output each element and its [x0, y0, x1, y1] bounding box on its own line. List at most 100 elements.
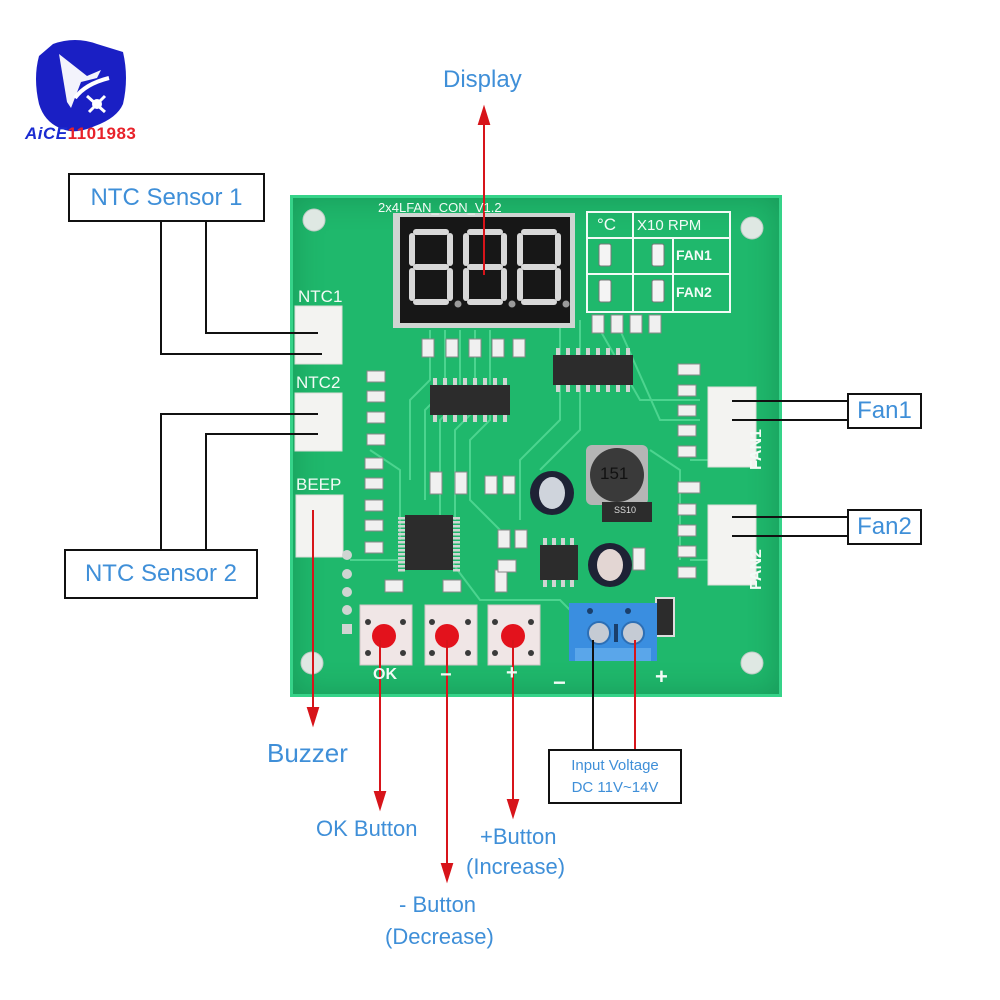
ic-pin: [453, 525, 460, 528]
ic-pin: [596, 385, 600, 392]
diode-marking: SS10: [614, 505, 637, 515]
ic-pin: [463, 378, 467, 385]
ic-pin: [576, 348, 580, 355]
ic-pin: [453, 537, 460, 540]
fan1-text: Fan1: [857, 397, 912, 424]
ic-pin: [473, 415, 477, 422]
plus-button-increase-label: (Increase): [466, 854, 566, 879]
solder-pads: [342, 550, 352, 634]
ic-pin: [503, 415, 507, 422]
board-model-label: 2x4LFAN_CON_V1.2: [378, 200, 502, 215]
ic-pin: [561, 580, 565, 587]
ic-pin: [561, 538, 565, 545]
display-callout-label: Display: [443, 66, 522, 93]
shield-logo-icon: [36, 40, 126, 132]
ic-pin: [566, 385, 570, 392]
fan1-indicator-label: FAN1: [676, 247, 712, 263]
ic-pin: [398, 569, 405, 572]
ic-pin: [398, 565, 405, 568]
fan2-indicator-label: FAN2: [676, 284, 712, 300]
indicator-table-grid: [586, 211, 731, 313]
ic-pin: [552, 580, 556, 587]
terminal-screw-negative[interactable]: [587, 621, 611, 645]
display-decimal-point: [508, 300, 516, 308]
inductor-marking: 151: [600, 464, 629, 483]
ic-pin: [616, 348, 620, 355]
diode-2: [655, 597, 675, 637]
ic-chips: [405, 355, 633, 580]
ic-pin: [398, 553, 405, 556]
ic-pin: [398, 545, 405, 548]
minus-button-decrease-label: (Decrease): [385, 924, 494, 949]
ic-pin: [453, 553, 460, 556]
ic-pin: [543, 580, 547, 587]
ntc-sensor-1-callout: NTC Sensor 1: [68, 173, 265, 222]
unit-celsius-label: °C: [597, 215, 617, 234]
ic-pin: [483, 415, 487, 422]
ic-pin: [453, 517, 460, 520]
ntc-sensor-1-text: NTC Sensor 1: [90, 183, 243, 211]
ic-pin: [453, 545, 460, 548]
button-corner-pins: [365, 619, 534, 656]
ic-pin: [543, 538, 547, 545]
terminal-minus-silk-label: −: [553, 670, 566, 695]
unit-rpm-label: X10 RPM: [637, 217, 702, 234]
fan1-vertical-silk-label: FAN1: [748, 429, 765, 470]
inductor-core: [590, 448, 644, 502]
ic-pin: [552, 538, 556, 545]
leader-lines: [160, 220, 848, 752]
ic-pin: [398, 533, 405, 536]
diode: [602, 502, 652, 522]
terminal-screw-positive[interactable]: [621, 621, 645, 645]
minus-button-cap[interactable]: [435, 624, 459, 648]
plus-button-callout-label: +Button: [480, 824, 557, 849]
ic-pin: [453, 541, 460, 544]
input-voltage-range-text: DC 11V~14V: [571, 778, 659, 796]
minus-arrowhead: [440, 863, 454, 884]
ic-pin: [433, 378, 437, 385]
ic-pin: [453, 565, 460, 568]
smd-resistors: [364, 314, 701, 593]
minus-button-callout-label: - Button: [399, 892, 477, 917]
plus-button-cap[interactable]: [501, 624, 525, 648]
ic-pin: [483, 378, 487, 385]
ok-silk-label: OK: [373, 666, 397, 683]
red-arrows: [306, 104, 636, 884]
ntc-sensor-2-callout: NTC Sensor 2: [64, 549, 258, 599]
fan2-text: Fan2: [857, 513, 912, 540]
ic-pin: [453, 378, 457, 385]
ok-button-cap[interactable]: [372, 624, 396, 648]
ic-pin: [453, 549, 460, 552]
display-decimal-point: [454, 300, 462, 308]
ok-arrowhead: [373, 791, 387, 812]
ic-pins: [398, 348, 630, 587]
ic-pin: [586, 385, 590, 392]
ic-pin: [453, 533, 460, 536]
ntc2-silk-label: NTC2: [296, 373, 341, 392]
beep-silk-label: BEEP: [296, 475, 342, 494]
ntc-sensor-2-text: NTC Sensor 2: [84, 560, 238, 587]
fan2-vertical-silk-label: FAN2: [748, 549, 765, 590]
ic-pin: [398, 561, 405, 564]
ok-button-callout-label: OK Button: [316, 816, 418, 841]
ic-pin: [453, 529, 460, 532]
ic-pin: [493, 378, 497, 385]
ic-pin: [443, 415, 447, 422]
ic-pin: [398, 525, 405, 528]
ic-pin: [473, 378, 477, 385]
ic-pin: [556, 385, 560, 392]
ic-pin: [606, 385, 610, 392]
ic-pin: [576, 385, 580, 392]
ic-pin: [433, 415, 437, 422]
indicator-leds: [598, 243, 665, 303]
fan1-callout: Fan1: [847, 393, 922, 429]
plus-arrowhead: [506, 799, 520, 820]
ic-pin: [596, 348, 600, 355]
terminal-plus-silk-label: +: [655, 664, 668, 689]
fan2-callout: Fan2: [847, 509, 922, 545]
ic-pin: [503, 378, 507, 385]
ic-pin: [570, 538, 574, 545]
display-digits: [409, 229, 570, 308]
buzzer-callout-label: Buzzer: [267, 738, 348, 768]
